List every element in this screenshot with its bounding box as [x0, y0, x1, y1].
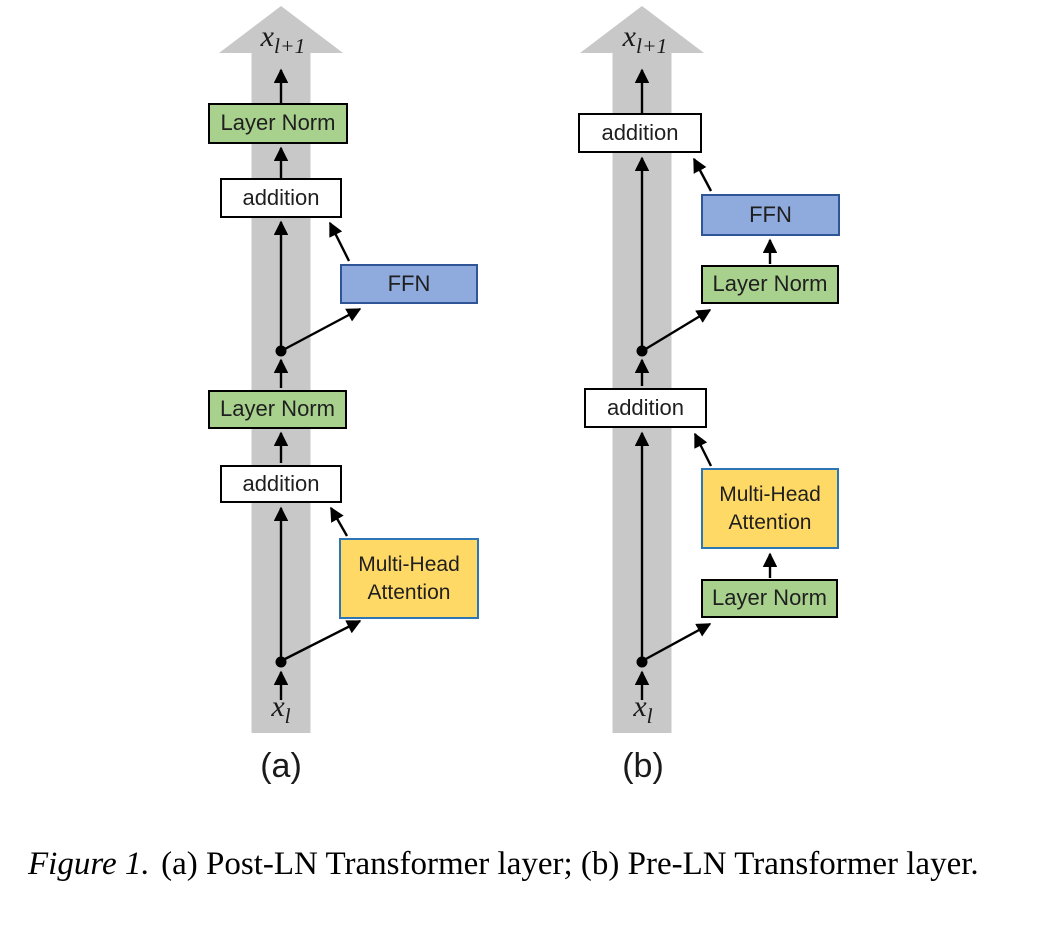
- panel-b-input-label: xl: [603, 690, 683, 727]
- panel-a-residual-split-dot-upper: [275, 345, 287, 357]
- panel-b-layer-norm-attn-box: Layer Norm: [701, 579, 838, 618]
- panel-b-output-base: x: [622, 20, 636, 53]
- panel-a-label: (a): [260, 747, 302, 785]
- panel-b-label: (b): [622, 747, 664, 785]
- panel-a-layer-norm-top-box: Layer Norm: [208, 103, 348, 144]
- flow-diagram-graphics: [219, 6, 778, 733]
- panel-a-arrows: [273, 68, 362, 700]
- panel-a-layer-norm-mid-box: Layer Norm: [208, 390, 347, 429]
- figure-caption-number: Figure 1.: [28, 846, 150, 882]
- panel-a-input-subscript: l: [284, 704, 291, 728]
- panel-a-input-label: xl: [241, 690, 321, 727]
- panel-b-output-subscript: l+1: [635, 34, 668, 58]
- panel-b-output-label: xl+1: [585, 20, 705, 57]
- panel-b-multi-head-attention-box: Multi-Head Attention: [701, 468, 839, 549]
- panel-a-addition-lower-box: addition: [220, 465, 342, 503]
- panel-b-input-subscript: l: [646, 704, 653, 728]
- panel-b-addition-mid-box: addition: [584, 388, 707, 428]
- panel-b-addition-top-box: addition: [578, 113, 702, 153]
- panel-b-input-base: x: [633, 690, 647, 723]
- panel-a-addition-upper-box: addition: [220, 178, 342, 218]
- panel-a-output-base: x: [260, 20, 274, 53]
- panel-a-multi-head-attention-box: Multi-Head Attention: [339, 538, 479, 619]
- panel-a-output-label: xl+1: [223, 20, 343, 57]
- panel-b-residual-split-dot-lower: [636, 656, 648, 668]
- panel-b-layer-norm-ffn-box: Layer Norm: [701, 265, 839, 304]
- panel-b-arrows: [634, 68, 778, 700]
- figure-caption-text: (a) Post-LN Transformer layer; (b) Pre-L…: [161, 846, 979, 882]
- panel-a-residual-split-dot-lower: [275, 656, 287, 668]
- panel-a-output-subscript: l+1: [273, 34, 306, 58]
- panel-b-ffn-box: FFN: [701, 194, 840, 236]
- figure-caption: Figure 1. (a) Post-LN Transformer layer; …: [28, 836, 1040, 893]
- panel-a-input-base: x: [271, 690, 285, 723]
- panel-a-ffn-box: FFN: [340, 264, 478, 304]
- panel-b-residual-split-dot-upper: [636, 345, 648, 357]
